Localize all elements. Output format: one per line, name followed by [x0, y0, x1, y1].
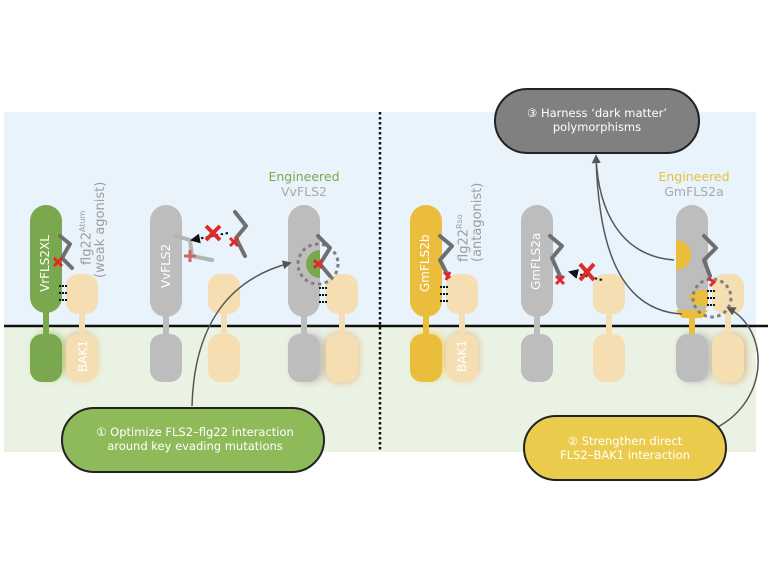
gmfls2b-label: GmFLS2b — [418, 234, 432, 292]
ligand-1-label: flg22Atum — [78, 211, 94, 265]
bak1-kinase-3 — [326, 334, 358, 382]
vrfls2xl-label: VrFLS2XL — [38, 235, 52, 292]
circled-3-icon: ③ — [527, 106, 538, 120]
gmfls2b-kinase — [410, 334, 442, 382]
ligand-1-note: (weak agonist) — [93, 181, 108, 278]
mutation-x-mark — [312, 258, 324, 270]
callout-3-connector-b — [595, 155, 683, 315]
bak1-label-2: BAK1 — [455, 340, 469, 372]
faded-mutation-mark — [184, 250, 196, 262]
callout-1-line2: around key evading mutations — [107, 439, 283, 453]
engineered-vvfls2-complex — [288, 205, 358, 382]
bak1-kinase-5 — [593, 334, 625, 382]
blocked-x-icon — [204, 224, 222, 242]
engineered-title-left: Engineered — [268, 169, 340, 184]
bak1-interface-circle — [691, 277, 733, 319]
optimized-region-circle — [296, 242, 340, 286]
ligand-1-superscript: Atum — [78, 210, 87, 233]
engineered-gmfls2a-complex — [676, 205, 746, 382]
gmfls2a-kinase — [521, 334, 553, 382]
mutation-mark — [442, 270, 452, 281]
callout-3-text: ③ Harness ‘dark matter’ polymorphisms — [500, 106, 694, 134]
dark-matter-patch — [676, 240, 691, 270]
vvfls2-label: VvFLS2 — [159, 243, 173, 288]
ligand-2-superscript: Rso — [455, 214, 464, 230]
callout-3-line1: Harness ‘dark matter’ — [540, 106, 667, 120]
bak1-kinase-6 — [712, 334, 744, 382]
gmfls2a-complex — [521, 205, 625, 382]
interaction-dots — [440, 286, 448, 302]
engineered-gmfls2a-kinase — [676, 334, 708, 382]
callout-3-line2: polymorphisms — [552, 120, 642, 134]
interaction-dots — [707, 290, 715, 306]
engineered-pocket — [306, 250, 320, 278]
callout-3-connector-a — [591, 154, 675, 261]
callout-3-pill — [494, 88, 700, 154]
callout-2-connector — [715, 307, 759, 429]
blocked-x-icon — [578, 262, 596, 282]
bak1-ectodomain-4 — [446, 274, 478, 314]
gmfls2b-ectodomain — [410, 205, 442, 317]
callout-1-text: ① Optimize FLS2–flg22 interaction around… — [70, 425, 320, 453]
vrfls2xl-kinase — [30, 334, 62, 382]
circled-1-icon: ① — [96, 425, 107, 439]
blocked-binding-arrow — [190, 232, 229, 244]
vvfls2-ectodomain — [150, 205, 182, 317]
bak1-ectodomain-3 — [326, 274, 358, 314]
mutation-x-mark — [228, 236, 240, 248]
callout-1-connector — [191, 260, 292, 407]
vvfls2-kinase — [150, 334, 182, 382]
engineered-title-right: Engineered — [658, 169, 730, 184]
callout-1-line1: Optimize FLS2–flg22 interaction — [110, 425, 294, 439]
bak1-ectodomain-2 — [208, 274, 240, 314]
callout-2-pill — [523, 415, 727, 481]
flg22-peptide — [702, 234, 718, 278]
gmfls2a-label: GmFLS2a — [529, 232, 543, 290]
engineered-subtitle-right: GmFLS2a — [664, 184, 724, 199]
engineered-vvfls2-kinase — [288, 334, 320, 382]
bak1-kinase — [66, 334, 98, 382]
mutation-x-mark — [554, 274, 566, 286]
engineered-gmfls2a-ectodomain — [676, 205, 708, 317]
callout-2-text: ② Strengthen direct FLS2–BAK1 interactio… — [530, 434, 720, 462]
gmfls2a-ectodomain — [521, 205, 553, 317]
ligand-2-label: flg22Rso — [455, 214, 471, 262]
mutation-mark — [707, 276, 717, 288]
ligand-2-note: (antagonist) — [470, 182, 485, 262]
bak1-kinase-4 — [446, 334, 478, 382]
bak1-label-1: BAK1 — [76, 340, 90, 372]
free-flg22-peptide — [233, 210, 248, 258]
bak1-kinase-2 — [208, 334, 240, 382]
vrfls2xl-complex — [30, 205, 98, 382]
interaction-dots — [59, 285, 67, 301]
flg22-peptide — [316, 234, 332, 278]
bak1-ectodomain — [66, 274, 98, 314]
vvfls2-complex — [150, 205, 248, 382]
faded-peptide — [174, 234, 214, 262]
circled-2-icon: ② — [567, 434, 578, 448]
mutation-x-mark — [52, 256, 64, 268]
interaction-dots — [319, 287, 327, 303]
flg22-peptide — [58, 234, 74, 270]
engineered-vvfls2-ectodomain — [288, 205, 320, 317]
gmfls2b-complex — [410, 205, 478, 382]
callout-2-line1: Strengthen direct — [581, 434, 683, 448]
callout-2-line2: FLS2–BAK1 interaction — [560, 448, 690, 462]
flg22-peptide — [548, 234, 564, 278]
callout-1-pill — [61, 407, 325, 473]
vrfls2xl-ectodomain — [30, 205, 62, 313]
bak1-ectodomain-5 — [593, 274, 625, 314]
engineered-subtitle-left: VvFLS2 — [281, 184, 327, 199]
bak1-ectodomain-6 — [712, 274, 744, 314]
flg22-peptide — [438, 234, 454, 278]
